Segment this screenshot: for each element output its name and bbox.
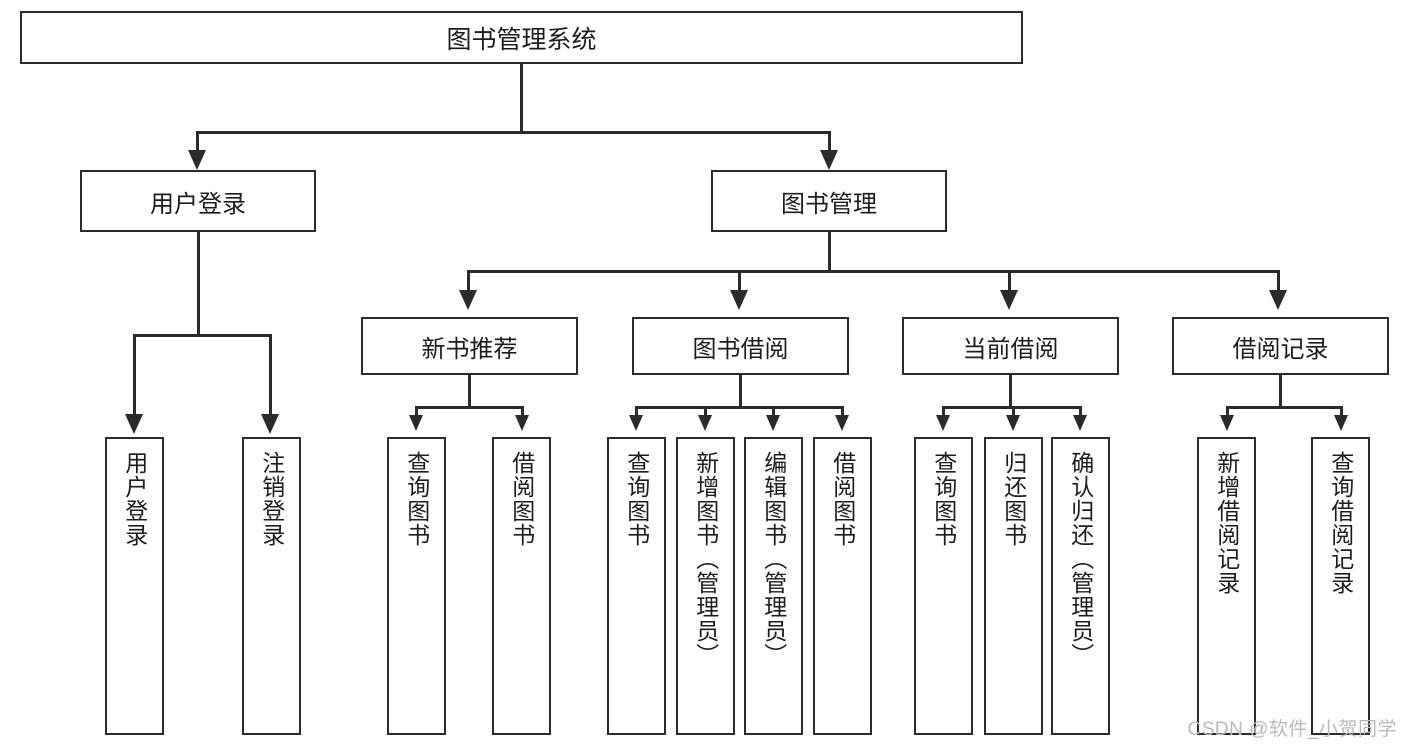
leaf-user-login[interactable]: 用户登录	[105, 437, 164, 735]
leaf-bb-edit-book-admin[interactable]: 编辑图书（管理员）	[744, 437, 803, 735]
leaf-label: 确认归还（管理员）	[1067, 451, 1094, 667]
leaf-label: 查询借阅记录	[1327, 451, 1354, 595]
node-label: 用户登录	[150, 190, 246, 218]
arrow-to-book-manage	[820, 150, 838, 170]
connector-drop-book-manage	[828, 131, 831, 153]
leaf-cb-return-book[interactable]: 归还图书	[984, 437, 1043, 735]
arrow-to-book-borrow	[730, 290, 748, 310]
leaf-bb-query-book[interactable]: 查询图书	[607, 437, 666, 735]
leaf-label: 借阅图书	[508, 451, 535, 547]
arrow-to-leaf-cb-confirm	[1073, 415, 1087, 431]
connector-drop-bb-query	[635, 406, 638, 418]
node-label: 图书管理系统	[446, 25, 597, 54]
connector-drop-br-query	[1340, 406, 1343, 418]
leaf-label: 查询图书	[930, 451, 957, 547]
arrow-to-user-login	[188, 150, 206, 170]
connector-drop-cb-return	[1012, 406, 1015, 418]
leaf-label: 用户登录	[121, 451, 148, 547]
node-book-borrow[interactable]: 图书借阅	[632, 317, 849, 375]
connector-drop-user-login	[196, 131, 199, 153]
arrow-to-leaf-nb-query	[409, 415, 423, 431]
arrow-to-borrow-record	[1269, 290, 1287, 310]
leaf-bb-borrow-book[interactable]: 借阅图书	[813, 437, 872, 735]
connector-root-stem	[520, 64, 523, 132]
arrow-to-leaf-bb-borrow	[835, 415, 849, 431]
arrow-to-leaf-cb-query	[936, 415, 950, 431]
leaf-label: 新增借阅记录	[1213, 451, 1240, 595]
connector-drop-cb-query	[942, 406, 945, 418]
leaf-br-add-record[interactable]: 新增借阅记录	[1197, 437, 1256, 735]
node-user-login[interactable]: 用户登录	[80, 170, 316, 232]
arrow-to-leaf-bb-edit	[766, 415, 780, 431]
leaf-logout[interactable]: 注销登录	[242, 437, 301, 735]
leaf-label: 注销登录	[258, 451, 285, 547]
leaf-nb-query-book[interactable]: 查询图书	[387, 437, 446, 735]
connector-drop-nb-query	[415, 406, 418, 418]
arrow-to-current-borrow	[1000, 290, 1018, 310]
connector-new-book-bus	[415, 406, 523, 409]
arrow-to-leaf-logout	[261, 414, 279, 434]
connector-book-manage-stem	[828, 232, 831, 271]
connector-drop-bb-add	[704, 406, 707, 418]
leaf-label: 归还图书	[1000, 451, 1027, 547]
connector-level3-bus	[467, 270, 1279, 273]
leaf-label: 编辑图书（管理员）	[760, 451, 787, 667]
leaf-bb-add-book-admin[interactable]: 新增图书（管理员）	[676, 437, 735, 735]
arrow-to-leaf-user-login	[125, 414, 143, 434]
connector-drop-leaf-logout	[269, 334, 272, 417]
leaf-label: 查询图书	[623, 451, 650, 547]
connector-user-login-stem	[197, 232, 200, 335]
arrow-to-leaf-bb-query	[629, 415, 643, 431]
leaf-label: 新增图书（管理员）	[692, 451, 719, 667]
connector-drop-bb-borrow	[841, 406, 844, 418]
leaf-label: 借阅图书	[829, 451, 856, 547]
connector-current-borrow-stem	[1009, 375, 1012, 407]
leaf-br-query-record[interactable]: 查询借阅记录	[1311, 437, 1370, 735]
connector-drop-bb-edit	[772, 406, 775, 418]
connector-drop-cb-confirm	[1079, 406, 1082, 418]
node-borrow-record[interactable]: 借阅记录	[1172, 317, 1389, 375]
node-book-management[interactable]: 图书管理	[711, 170, 947, 232]
arrow-to-leaf-nb-borrow	[515, 415, 529, 431]
node-current-borrow[interactable]: 当前借阅	[902, 317, 1119, 375]
node-root-library-system[interactable]: 图书管理系统	[20, 11, 1023, 64]
node-label: 图书借阅	[692, 335, 789, 363]
node-label: 新书推荐	[421, 335, 518, 363]
connector-book-borrow-stem	[739, 375, 742, 407]
connector-drop-nb-borrow	[521, 406, 524, 418]
node-new-book-recommend[interactable]: 新书推荐	[361, 317, 578, 375]
arrow-to-leaf-cb-return	[1006, 415, 1020, 431]
arrow-to-new-book-recommend	[459, 290, 477, 310]
connector-user-login-bus	[133, 334, 269, 337]
connector-current-borrow-bus	[942, 406, 1081, 409]
connector-level2-bus	[196, 131, 830, 134]
connector-borrow-record-stem	[1279, 375, 1282, 407]
connector-drop-br-add	[1226, 406, 1229, 418]
leaf-cb-confirm-return-admin[interactable]: 确认归还（管理员）	[1051, 437, 1110, 735]
connector-drop-leaf-user-login	[133, 334, 136, 417]
connector-drop-borrow-record	[1277, 270, 1280, 293]
node-label: 借阅记录	[1232, 335, 1329, 363]
arrow-to-leaf-br-query	[1334, 415, 1348, 431]
connector-drop-book-borrow	[738, 270, 741, 293]
leaf-nb-borrow-book[interactable]: 借阅图书	[492, 437, 551, 735]
node-label: 当前借阅	[962, 335, 1059, 363]
connector-drop-current-borrow	[1008, 270, 1011, 293]
connector-new-book-stem	[468, 375, 471, 407]
arrow-to-leaf-br-add	[1220, 415, 1234, 431]
watermark: CSDN @软件_小贺同学	[1187, 719, 1397, 740]
connector-drop-new-book	[467, 270, 470, 293]
connector-book-borrow-bus	[635, 406, 843, 409]
leaf-label: 查询图书	[403, 451, 430, 547]
node-label: 图书管理	[781, 190, 877, 218]
connector-borrow-record-bus	[1226, 406, 1342, 409]
arrow-to-leaf-bb-add	[698, 415, 712, 431]
leaf-cb-query-book[interactable]: 查询图书	[914, 437, 973, 735]
